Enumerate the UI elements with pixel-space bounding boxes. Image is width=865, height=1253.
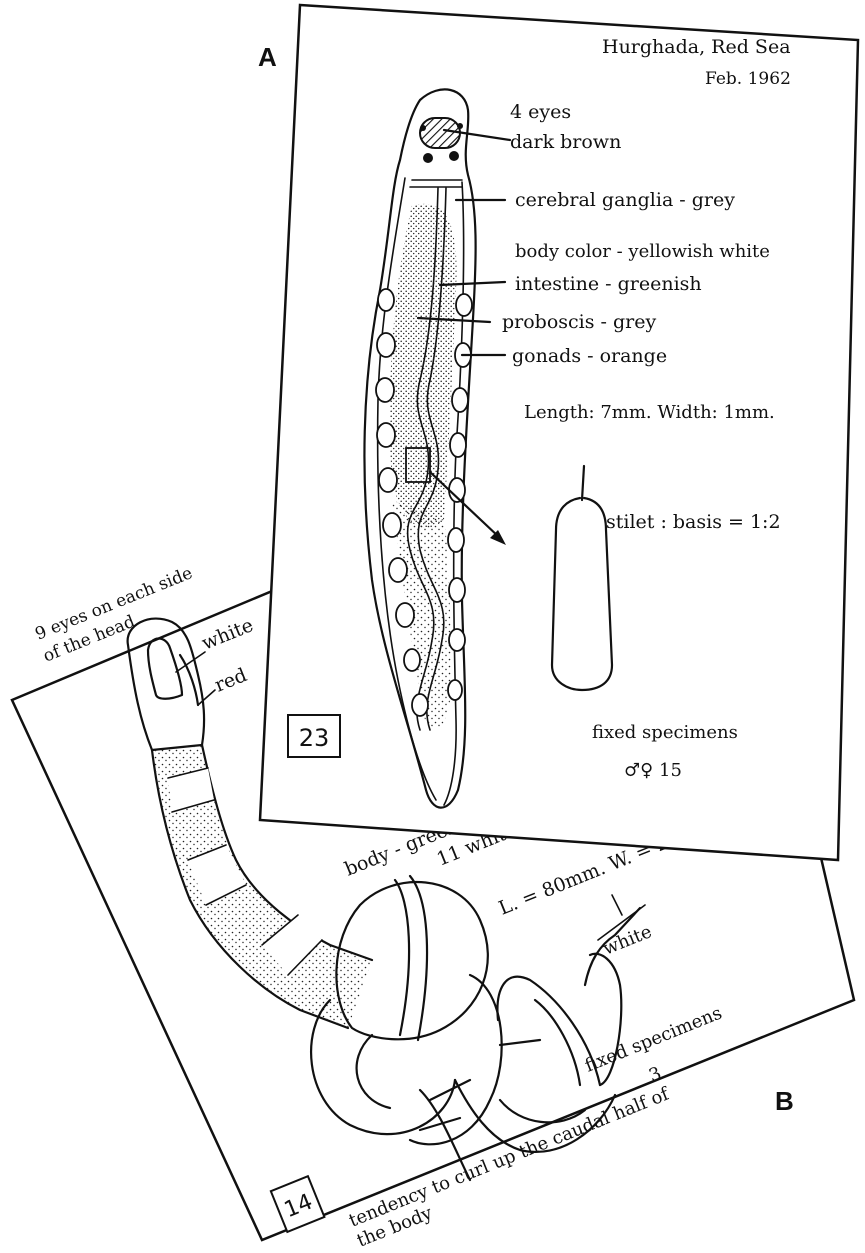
ganglia-label: cerebral ganglia - grey: [515, 189, 735, 211]
stilet-label: stilet : basis = 1:2: [606, 511, 781, 533]
intestine-label: intestine - greenish: [515, 273, 702, 295]
fixed-count: ♂♀ 15: [624, 760, 682, 781]
panel-letter-a: A: [258, 42, 277, 72]
location: Hurghada, Red Sea: [602, 36, 791, 58]
eyes-color: dark brown: [510, 131, 621, 153]
card-a-number: 23: [299, 724, 330, 752]
date: Feb. 1962: [705, 69, 791, 89]
proboscis-label: proboscis - grey: [502, 311, 656, 333]
card-a: A: [258, 5, 858, 860]
panel-letter-b: B: [775, 1086, 794, 1116]
eyes-label: 4 eyes: [510, 101, 571, 123]
body-color-label: body color - yellowish white: [515, 241, 770, 262]
gonads-label: gonads - orange: [512, 345, 667, 367]
fixed-label: fixed specimens: [592, 722, 738, 743]
size-label: Length: 7mm. Width: 1mm.: [524, 402, 775, 423]
card-a-number-box: 23: [288, 715, 340, 757]
